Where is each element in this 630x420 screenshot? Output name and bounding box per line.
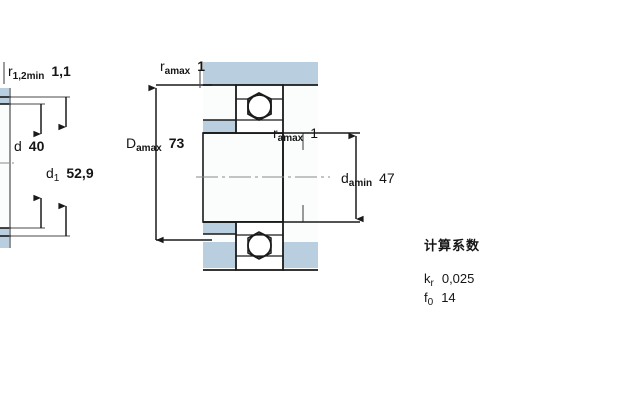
label-shoulder-diameter: d1 52,9 [46,165,94,184]
label-shaft-fillet: ramax 1 [273,125,319,144]
left-ring-fill [0,104,9,228]
label-fillet-radius: r1,2min 1,1 [8,63,71,82]
housing-fillet-value: 1 [197,58,206,74]
shoulder-diameter-symbol: d [46,165,54,181]
shaft-shoulder-value: 47 [379,170,395,186]
shoulder-diameter-value: 52,9 [66,165,94,181]
f0-subscript: 0 [427,297,434,308]
fillet-radius-symbol: r [8,63,13,79]
f0-value: 14 [441,290,456,305]
shaft-fillet-value: 1 [310,125,319,141]
ball-top [247,91,272,122]
main-bearing-cross-section [148,62,364,271]
fillet-radius-subscript: 1,2min [12,71,45,82]
shaft-fillet-symbol: r [273,125,278,141]
calculation-factor-row-kr: kr 0,025 [424,271,475,289]
left-shaft-band-top [0,88,9,104]
label-shaft-shoulder-diameter: damin 47 [341,170,395,189]
housing-shoulder-value: 73 [168,135,185,151]
kr-symbol: k [424,271,431,286]
kr-subscript: r [430,278,434,289]
housing-fillet-subscript: amax [164,66,191,77]
ring-strip-top-left-2 [203,120,238,133]
housing-fillet-symbol: r [160,58,165,74]
calculation-factor-row-f0: f0 14 [424,290,456,308]
calculation-factors-heading: 计算系数 [424,239,481,254]
housing-shoulder-subscript: amax [136,143,162,154]
left-shaft-band-bottom [0,228,9,248]
label-housing-shoulder-diameter: Damax 73 [126,135,185,154]
ring-strip-bottom-left-2 [203,222,238,234]
shaft-shoulder-symbol: d [341,170,349,186]
shaft-fillet-subscript: amax [277,133,304,144]
label-housing-fillet-top: ramax 1 [160,58,206,77]
ball-pocket-bottom [235,221,284,271]
kr-value: 0,025 [441,271,475,286]
ball-top-circle [247,94,272,119]
bore-diameter-value: 40 [28,138,45,154]
shaft-shoulder-subscript: amin [348,178,373,189]
fillet-radius-value: 1,1 [51,63,71,79]
ball-bottom [247,231,272,260]
housing-band-top [203,62,318,85]
label-bore-diameter: d 40 [14,139,44,155]
f0-symbol: f [424,290,428,305]
shoulder-diameter-subscript: 1 [53,173,60,184]
left-partial-bearing-view [0,62,70,248]
housing-shoulder-symbol: D [126,135,137,151]
bore-diameter-symbol: d [14,138,22,154]
